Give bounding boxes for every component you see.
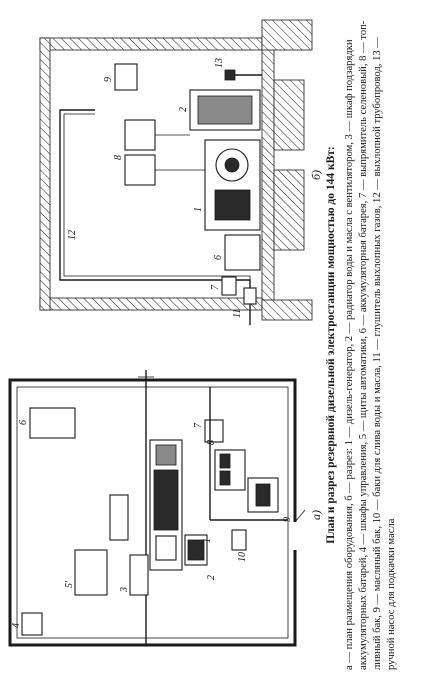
caption-line-1: а — план размещения оборудования, б — ра… [344, 39, 355, 670]
silencer-section [243, 287, 257, 305]
plan-callout-7: 7 [193, 422, 204, 428]
rectifier-section [221, 276, 237, 296]
caption-line-3: ливный бак, 9 — масляный бак, 10 — баки … [372, 37, 383, 670]
section-footing-right [261, 19, 313, 51]
section-callout-6: 6 [213, 255, 224, 260]
battery-section [224, 234, 261, 271]
fuel-tanks-section [124, 119, 205, 186]
section-floor [261, 37, 275, 311]
section-callout-13: 13 [214, 58, 225, 68]
section-callout-9: 9 [103, 77, 114, 82]
section-right-wall [39, 37, 271, 51]
plan-view: 1 2 3 4 5' 6 7 8 9 10 а) [8, 370, 323, 647]
section-figure-label: б) [309, 170, 323, 180]
hand-pump-body [224, 69, 236, 81]
plan-figure-label: а) [309, 510, 323, 520]
plan-doorway [293, 522, 299, 550]
oil-tank-plan [247, 477, 279, 513]
oil-tank-section [114, 63, 138, 91]
plan-callout-9: 9 [282, 517, 293, 522]
section-callout-1: 1 [193, 207, 204, 212]
caption-line-2: аккумуляторных батарей, 4 — шкафы управл… [358, 20, 369, 670]
section-callout-8: 8 [113, 155, 124, 160]
section-callout-11: 11 [232, 309, 243, 318]
plan-callout-6: 6 [18, 420, 29, 425]
plan-callout-1: 1 [202, 538, 213, 543]
section-callout-12: 12 [67, 230, 78, 240]
caption: План и разрез резервной дизельной электр… [325, 20, 397, 670]
diesel-generator-plan [149, 439, 183, 571]
section-left-wall [39, 297, 271, 311]
section-callout-2: 2 [178, 107, 189, 112]
radiator-section [189, 89, 261, 131]
rectifier-plan [204, 419, 224, 443]
charging-cabinet-plan [129, 554, 149, 596]
diesel-generator-section [204, 139, 261, 231]
section-roof [39, 37, 51, 311]
plan-inner-wall [16, 386, 289, 639]
plan-outer-wall [8, 378, 297, 647]
plan-callout-10: 10 [237, 552, 248, 562]
section-callout-7: 7 [210, 284, 221, 290]
panel-plan-b [109, 494, 129, 541]
control-cabinet-plan [21, 612, 43, 636]
plan-callout-3: 3 [119, 587, 130, 593]
section-view: 1 2 6 7 8 9 11 12 13 б) [39, 19, 323, 325]
caption-line-4: ручной насос для подкачки масла [386, 518, 397, 670]
plan-door-leaf [294, 509, 306, 523]
section-pit-left [273, 169, 305, 251]
exhaust-pipe-section-2 [63, 113, 251, 286]
caption-title: План и разрез резервной дизельной электр… [325, 146, 337, 543]
section-footing-left [261, 299, 313, 321]
radiator-plan [184, 534, 208, 566]
plan-callout-8: 8 [206, 440, 217, 445]
drain-tank-plan [231, 529, 247, 551]
fuel-tank-plan [214, 449, 246, 491]
plan-callout-2: 2 [206, 575, 217, 580]
section-pit-right [273, 79, 305, 151]
automation-panel-plan [74, 549, 108, 596]
plan-callout-4: 4 [11, 623, 22, 628]
plan-callout-5: 5' [64, 580, 75, 588]
battery-plan [29, 407, 76, 439]
